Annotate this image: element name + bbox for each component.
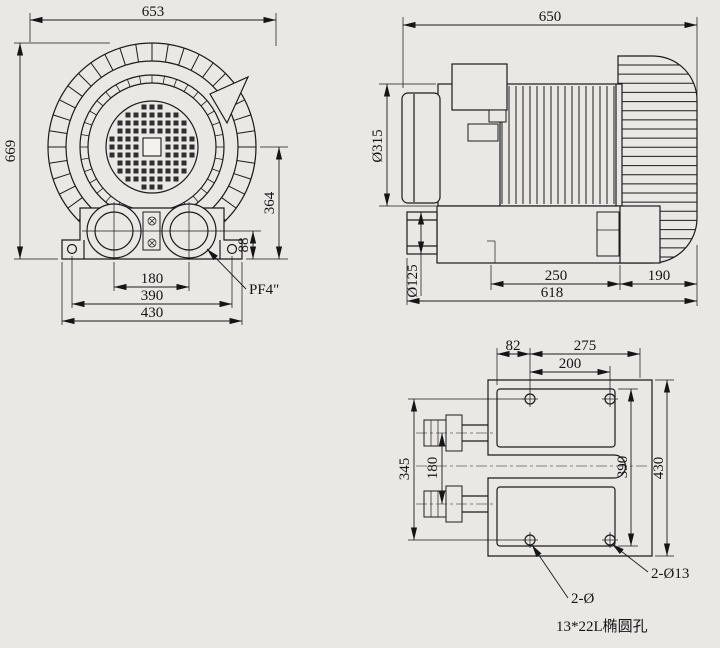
dim-port-diameter: Ø125 [405, 264, 421, 297]
top-pad [496, 388, 616, 448]
front-dimensions: 653 669 88 364 180 390 430 PF4" [3, 4, 288, 325]
label-slot-holes-2: 13*22L椭圆孔 [556, 618, 648, 635]
front-view [47, 42, 257, 260]
bottom-view [416, 379, 653, 557]
outlet-bracket [596, 211, 620, 257]
base-plate [487, 379, 653, 557]
dim-hole-to-edge: 275 [574, 338, 597, 354]
side-dimensions: 650 Ø315 Ø125 250 190 618 [370, 9, 698, 306]
label-port-thread: PF4" [249, 282, 279, 298]
dim-base-width: 430 [141, 305, 164, 321]
cable-gland [488, 109, 507, 123]
dim-plate-width: 430 [651, 457, 667, 480]
base-side [436, 205, 661, 264]
dim-pad-span: 390 [615, 456, 631, 479]
dim-total-length: 618 [541, 285, 564, 301]
terminal-box [451, 63, 508, 111]
dim-overall-width: 653 [142, 4, 165, 20]
dim-overall-length: 650 [539, 9, 562, 25]
dim-port-spacing: 180 [141, 271, 164, 287]
bottom-pad [496, 486, 616, 547]
dim-center-height: 364 [262, 191, 278, 214]
side-view [401, 55, 698, 264]
grille-circle [105, 100, 199, 194]
label-slot-holes-1: 2-Ø [571, 591, 594, 607]
center-port [142, 137, 162, 157]
nameplate [467, 123, 499, 142]
dim-base-length: 250 [545, 268, 568, 284]
label-round-holes: 2-Ø13 [651, 566, 689, 582]
foot-hole-left [66, 243, 78, 255]
dim-port-spacing-bottom: 180 [425, 457, 441, 480]
inlet-grille-grid [109, 104, 195, 190]
dim-edge-to-hole: 82 [506, 338, 521, 354]
bottom-dimensions: 82 275 200 345 180 390 430 2-Ø13 2-Ø 13*… [397, 338, 689, 635]
dim-port-height: 88 [236, 238, 252, 253]
dim-hole-row-spacing: 345 [397, 458, 413, 481]
dim-overall-height: 669 [3, 140, 19, 163]
flow-pointer [209, 75, 250, 125]
dim-housing-width: 190 [648, 268, 671, 284]
motor-fins [501, 86, 615, 204]
suction-port [406, 211, 438, 255]
motor-endcap [401, 92, 441, 204]
foot-hole-right [226, 243, 238, 255]
dim-hole-spacing: 200 [559, 356, 582, 372]
dim-foot-hole-spacing: 390 [141, 288, 164, 304]
dim-motor-diameter: Ø315 [370, 129, 386, 162]
